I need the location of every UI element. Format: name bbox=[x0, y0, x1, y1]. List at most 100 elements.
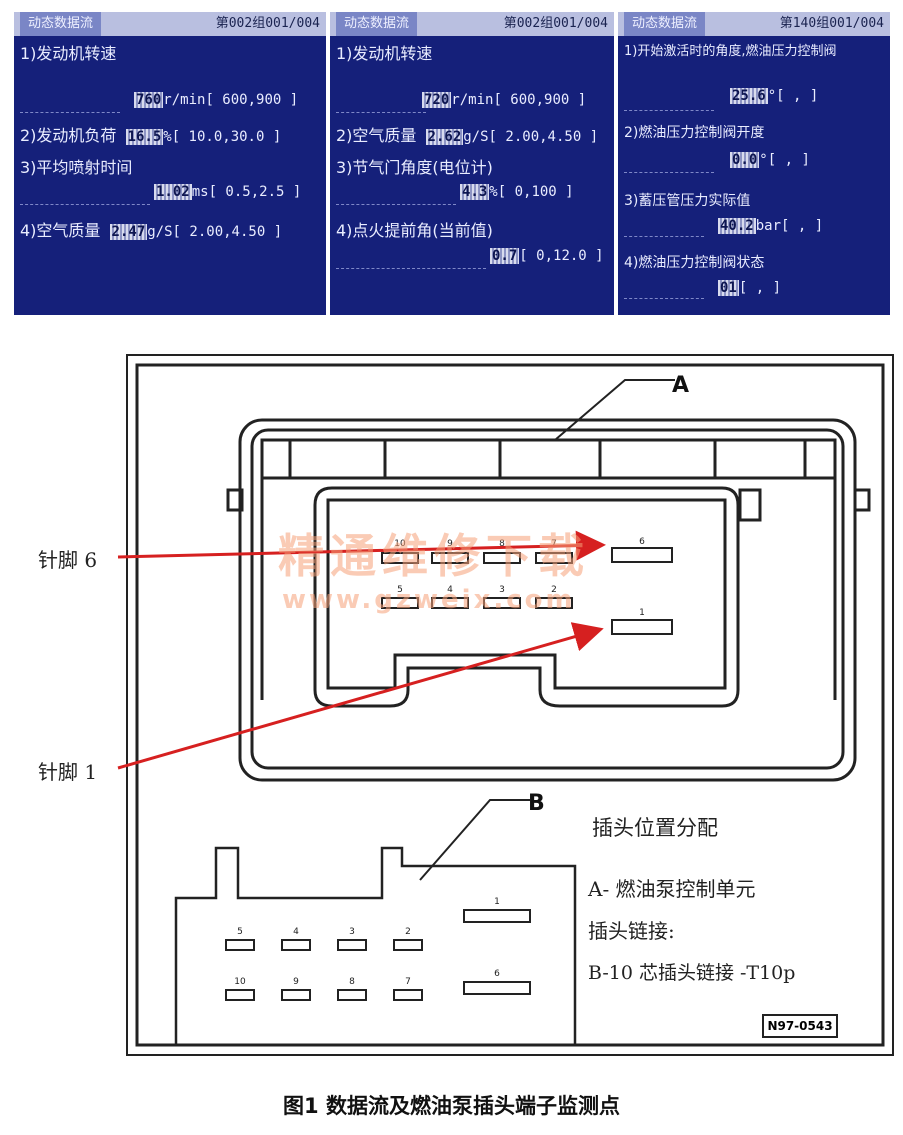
outer-frame bbox=[126, 354, 894, 1056]
param-label: 3)节气门角度(电位计) bbox=[336, 158, 493, 177]
b-pin-number: 4 bbox=[293, 927, 299, 937]
a-pin-number: 4 bbox=[447, 585, 453, 595]
b-pin bbox=[393, 989, 423, 1001]
param-value: 01 bbox=[718, 280, 739, 296]
screen-group: 第002组001/004 bbox=[215, 16, 320, 31]
param-label: 1)发动机转速 bbox=[20, 44, 117, 63]
a-pin-6 bbox=[611, 547, 673, 563]
b-pin-number: 5 bbox=[237, 927, 243, 937]
part-number: N97-0543 bbox=[762, 1014, 838, 1038]
param-value: 720 bbox=[422, 92, 452, 108]
param-label: 2)发动机负荷 16.5%[ 10.0,30.0 ] bbox=[20, 126, 282, 145]
param-value: 0.7 bbox=[490, 248, 520, 264]
a-pin-number: 1 bbox=[639, 608, 645, 618]
a-pin-number: 8 bbox=[499, 539, 505, 549]
connector-b-pin-numbers: 5 4 3 2 1 10 9 8 7 6 bbox=[234, 897, 500, 987]
b-pin-number: 10 bbox=[234, 977, 246, 987]
b-pin-number: 6 bbox=[494, 969, 500, 979]
a-pin bbox=[381, 597, 419, 609]
param-value: 2.62 bbox=[425, 129, 464, 145]
param-value: 40.2 bbox=[718, 218, 756, 234]
b-pin-number: 9 bbox=[293, 977, 299, 987]
a-pin bbox=[431, 597, 469, 609]
b-pin bbox=[281, 939, 311, 951]
param-value: 2.47 bbox=[109, 224, 148, 240]
screen-title: 动态数据流 bbox=[336, 12, 418, 36]
a-pin bbox=[483, 597, 521, 609]
connector-a-pins bbox=[381, 547, 673, 635]
watermark-url: www.gzweix.com bbox=[282, 585, 576, 615]
label-a: A bbox=[672, 373, 689, 398]
param-value: 760 bbox=[134, 92, 164, 108]
connector-a-pin-numbers: 10 9 8 7 6 5 4 3 2 1 bbox=[394, 537, 645, 618]
b-pin-number: 2 bbox=[405, 927, 411, 937]
a-pin-number: 9 bbox=[447, 539, 453, 549]
param-label: 3)蓄压管压力实际值 bbox=[624, 193, 751, 209]
a-pin-number: 10 bbox=[394, 539, 406, 549]
param-label: 2)燃油压力控制阀开度 bbox=[624, 125, 765, 141]
figure-caption: 图1 数据流及燃油泵插头端子监测点 bbox=[283, 1094, 620, 1118]
param-value-row: 0.0°[ , ] bbox=[730, 152, 810, 168]
param-unit: r/min bbox=[163, 92, 206, 108]
b-pin bbox=[393, 939, 423, 951]
param-label: 1)发动机转速 bbox=[336, 44, 433, 63]
screen-group: 第002组001/004 bbox=[503, 16, 608, 31]
a-pin-number: 7 bbox=[551, 539, 557, 549]
legend-link: 插头链接: bbox=[588, 919, 675, 943]
legend-b: B-10 芯插头链接 -T10p bbox=[588, 962, 796, 984]
param-label: 4)点火提前角(当前值) bbox=[336, 221, 493, 240]
legend-a: A- 燃油泵控制单元 bbox=[588, 877, 756, 901]
param-value: 16.5 bbox=[125, 129, 164, 145]
b-pin bbox=[281, 989, 311, 1001]
watermark-cn: 精通维修下载 bbox=[278, 529, 590, 583]
a-pin-1 bbox=[611, 619, 673, 635]
param-label: 1)开始激活时的角度,燃油压力控制阀 bbox=[624, 44, 837, 59]
a-pin bbox=[381, 552, 419, 564]
pin1-arrow bbox=[117, 622, 604, 770]
param-label: 3)平均喷射时间 bbox=[20, 158, 133, 177]
a-pin bbox=[535, 597, 573, 609]
connector-b-housing bbox=[174, 846, 577, 1047]
param-value: 25.6 bbox=[730, 88, 768, 104]
a-pin bbox=[483, 552, 521, 564]
screen-header: 动态数据流 第002组001/004 bbox=[330, 12, 614, 36]
screen-header: 动态数据流 第002组001/004 bbox=[14, 12, 326, 36]
param-value-row: 0.7[ 0,12.0 ] bbox=[490, 248, 604, 264]
b-pin-6 bbox=[463, 981, 531, 995]
pin6-label: 针脚 6 bbox=[38, 548, 98, 572]
b-pin bbox=[225, 989, 255, 1001]
a-pin bbox=[431, 552, 469, 564]
b-pin bbox=[337, 989, 367, 1001]
connector-a-housing bbox=[226, 418, 871, 782]
legend-title: 插头位置分配 bbox=[592, 816, 718, 840]
a-pin bbox=[535, 552, 573, 564]
b-pin-number: 3 bbox=[349, 927, 355, 937]
b-pin-1 bbox=[463, 909, 531, 923]
param-value: 4.3 bbox=[460, 184, 490, 200]
b-pin-number: 8 bbox=[349, 977, 355, 987]
b-pin-number: 1 bbox=[494, 897, 500, 907]
label-b: B bbox=[528, 791, 545, 816]
label-a-leader bbox=[554, 379, 675, 441]
b-pin bbox=[337, 939, 367, 951]
param-value: 1.02 bbox=[154, 184, 192, 200]
screen-title: 动态数据流 bbox=[20, 12, 102, 36]
param-value: 0.0 bbox=[730, 152, 760, 168]
a-pin-number: 2 bbox=[551, 585, 557, 595]
param-label: 4)燃油压力控制阀状态 bbox=[624, 255, 765, 271]
b-pin bbox=[225, 939, 255, 951]
param-value-row: 25.6°[ , ] bbox=[730, 88, 819, 104]
screen-title: 动态数据流 bbox=[624, 12, 706, 36]
param-value-row: 01[ , ] bbox=[718, 280, 782, 296]
connector-b-pins bbox=[225, 909, 531, 1001]
label-b-leader bbox=[419, 799, 530, 881]
b-pin-number: 7 bbox=[405, 977, 411, 987]
